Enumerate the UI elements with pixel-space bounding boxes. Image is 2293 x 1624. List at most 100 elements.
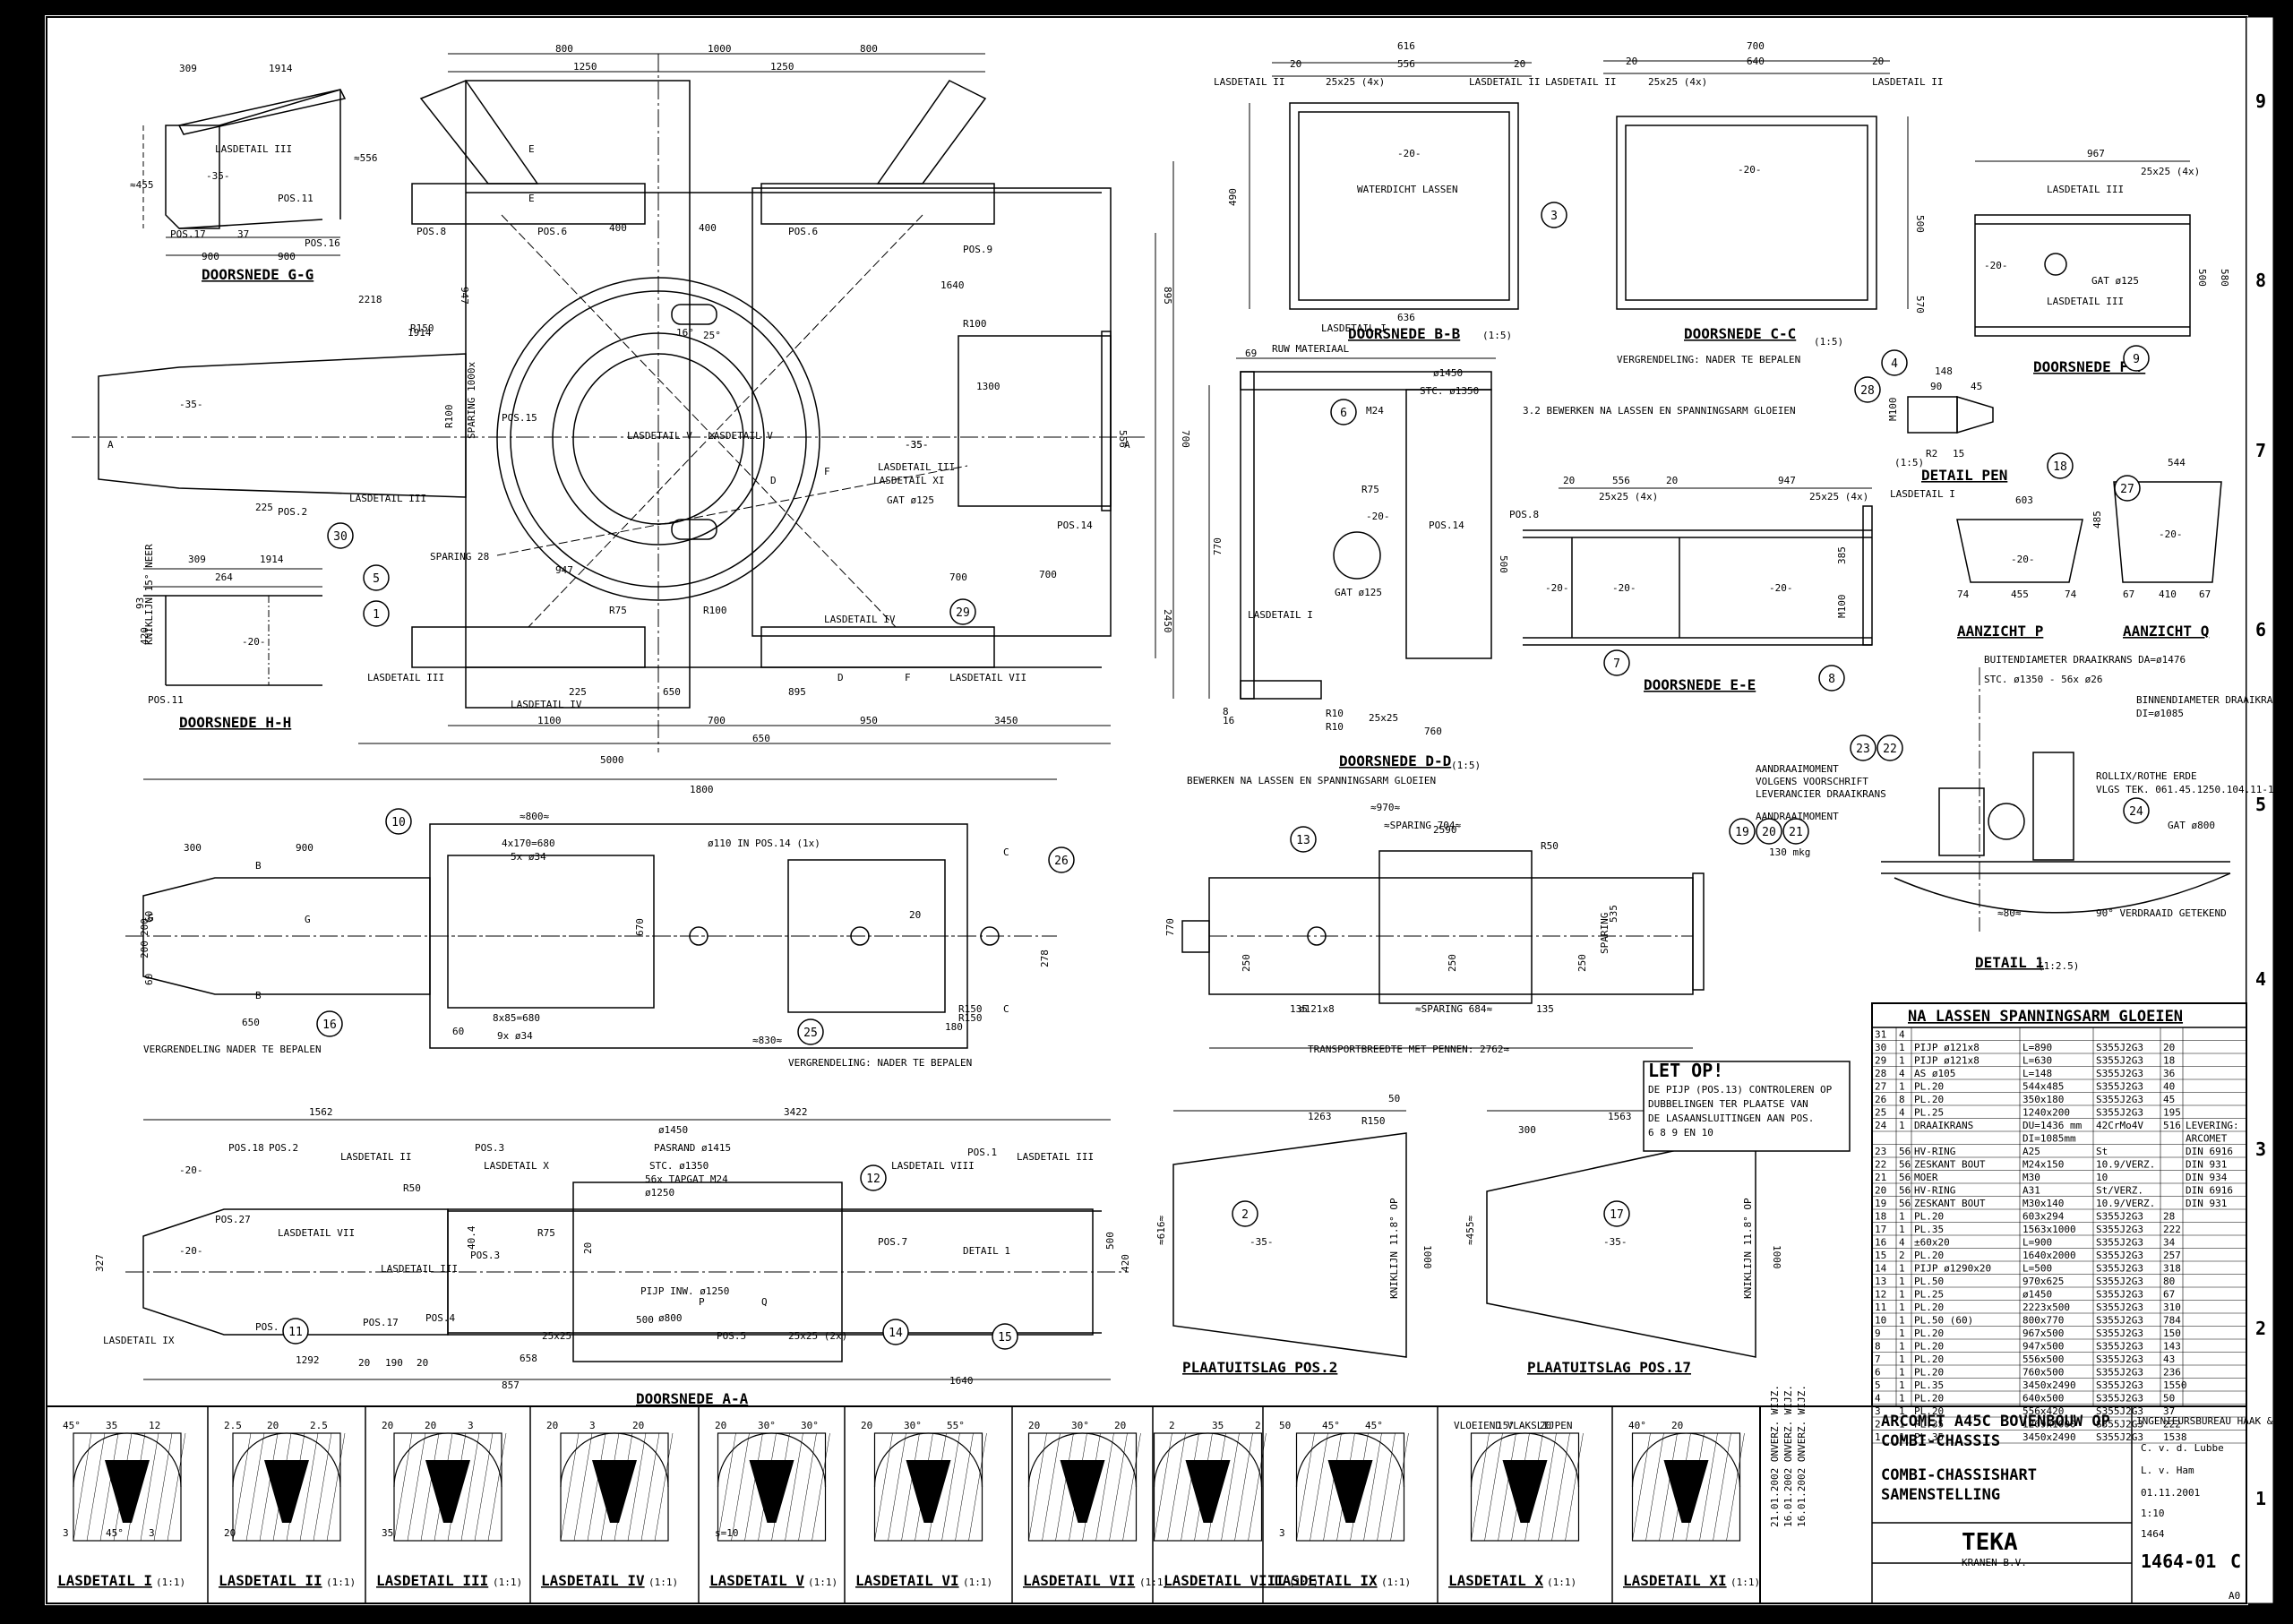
parts-cell: 21 — [1875, 1172, 1886, 1183]
a-a-dimension: R75 — [537, 1227, 555, 1239]
weld-dimension: 30° — [801, 1420, 819, 1431]
top-dimension: 895 — [788, 686, 806, 698]
bottom-view-dimension: R150 — [958, 1012, 983, 1024]
c-c-dimension: 20 — [1872, 56, 1884, 67]
parts-list-frame — [1871, 1002, 2247, 1407]
parts-cell: DI=1085mm — [2022, 1133, 2076, 1145]
parts-cell: 16 — [1875, 1237, 1886, 1249]
bottom-view-dimension: ≈800≈ — [520, 811, 549, 822]
top-dimension: 225 — [569, 686, 587, 698]
parts-cell: 1 — [1899, 1224, 1905, 1235]
d-d-dimension: 8 — [1223, 706, 1229, 717]
parts-cell: 10 — [1875, 1315, 1886, 1327]
top-label: POS.9 — [963, 244, 992, 255]
c-c-dimension: 500 — [1914, 215, 1926, 233]
a-a-dimension: 40.4 — [466, 1225, 477, 1250]
side-view-dimension: 250 — [1241, 954, 1252, 972]
pl17-dimension: 1563 — [1608, 1111, 1632, 1122]
d-d-dimension: ø1450 — [1433, 367, 1463, 379]
a-a-dimension: PIJP INW. ø1250 — [640, 1285, 729, 1297]
parts-cell: 1 — [1899, 1379, 1905, 1391]
pl17-dimension: ≈455≈ — [1464, 1216, 1476, 1245]
section-a-a — [125, 1119, 1129, 1380]
e-e-dimension: 556 — [1612, 475, 1630, 486]
weld-dimension: 3 — [63, 1527, 69, 1539]
checked-by: L. v. Ham — [2141, 1465, 2194, 1476]
top-label: -35- — [905, 439, 929, 451]
parts-cell: 12 — [1875, 1289, 1886, 1301]
b-b-label: WATERDICHT LASSEN — [1357, 184, 1458, 195]
top-label: POS.6 — [788, 226, 818, 237]
parts-cell: 18 — [1875, 1211, 1886, 1223]
e-e-dimension: 25x25 (4x) — [1599, 491, 1658, 503]
drawing-date: 01.11.2001 — [2141, 1487, 2200, 1499]
callout-28: 28 — [1854, 376, 1881, 403]
parts-cell: 18 — [2163, 1055, 2175, 1067]
parts-cell: A25 — [2022, 1146, 2040, 1157]
pl2-dimension: ≈616≈ — [1155, 1216, 1167, 1245]
parts-cell: 1 — [1899, 1120, 1905, 1131]
parts-cell: 556x500 — [2022, 1353, 2064, 1365]
title-line-4: SAMENSTELLING — [1881, 1486, 2000, 1504]
callout-3: 3 — [1541, 202, 1567, 228]
parts-cell: 20 — [1875, 1185, 1886, 1197]
parts-cell: S355J2G3 — [2096, 1341, 2143, 1353]
d-d-label: GAT ø125 — [1335, 587, 1382, 598]
side-view-dimension: ø121x8 — [1299, 1003, 1335, 1015]
a-a-dimension: 658 — [520, 1353, 537, 1364]
a-a-dimension: 500 — [636, 1314, 654, 1326]
detail1-title: DETAIL 1 — [1975, 954, 2044, 971]
top-dimension: 947 — [555, 564, 573, 576]
parts-cell: S355J2G3 — [2096, 1042, 2143, 1053]
top-dimension: R75 — [609, 605, 627, 616]
side-view-label: SPARING — [1599, 913, 1610, 954]
side-view-dimension: 770 — [1164, 918, 1176, 936]
callout-number: 7 — [1613, 657, 1620, 671]
callout-4: 4 — [1881, 349, 1908, 376]
let-op-line-4: 6 8 9 EN 10 — [1648, 1127, 1713, 1139]
parts-cell: 67 — [2163, 1289, 2175, 1301]
pl17-dimension: 1000 — [1771, 1245, 1782, 1269]
top-label: POS.15 — [502, 412, 537, 424]
parts-cell: PL.50 — [1914, 1276, 1944, 1287]
top-dimension: 700 — [949, 571, 967, 583]
p-dimension: 74 — [1957, 589, 1970, 600]
section-c-c — [1603, 60, 1909, 310]
callout-number: 5 — [373, 572, 380, 586]
parts-cell: 37 — [2163, 1405, 2175, 1417]
g-g-dimension: 900 — [278, 251, 296, 262]
callout-number: 28 — [1860, 384, 1875, 398]
g-g-label: POS.16 — [305, 237, 340, 249]
title-line-1: ARCOMET A45C BOVENBOUW OP — [1881, 1413, 2110, 1431]
parts-cell: 45 — [2163, 1094, 2175, 1105]
callout-2: 2 — [1232, 1200, 1258, 1227]
parts-cell: S355J2G3 — [2096, 1107, 2143, 1119]
parts-cell: S355J2G3 — [2096, 1237, 2143, 1249]
company-name: INGENIEURSBUREAU HAAK & HAM BV — [2136, 1415, 2293, 1427]
b-b-dimension: 556 — [1397, 58, 1415, 70]
parts-cell: 43 — [2163, 1353, 2175, 1365]
pl2-title: PLAATUITSLAG POS.2 — [1182, 1359, 1337, 1376]
parts-cell: 1 — [1899, 1419, 1905, 1431]
a-a-label: POS. 5 — [255, 1321, 291, 1333]
parts-cell: 784 — [2163, 1315, 2181, 1327]
top-label: F — [824, 466, 830, 477]
weld-detail-scale: (1:1) — [808, 1577, 837, 1588]
parts-cell: 36 — [2163, 1068, 2175, 1079]
top-label: A — [107, 439, 114, 451]
top-label: D — [770, 475, 777, 486]
bottom-view-label: VERGRENDELING: NADER TE BEPALEN — [788, 1057, 972, 1069]
parts-cell: S355J2G3 — [2096, 1094, 2143, 1105]
top-label: GAT ø125 — [887, 494, 934, 506]
callout-number: 27 — [2120, 483, 2134, 496]
top-label: LASDETAIL III — [349, 493, 426, 504]
drawn-by: C. v. d. Lubbe — [2141, 1442, 2224, 1454]
top-dimension: 556 — [1117, 430, 1129, 448]
callout-number: 9 — [2133, 353, 2140, 366]
pen-dimension: M100 — [1887, 398, 1899, 422]
parts-cell: 195 — [2163, 1107, 2181, 1119]
weld-dimension: 45° — [1322, 1420, 1340, 1431]
weld-detail-scale: (1:1) — [648, 1577, 678, 1588]
